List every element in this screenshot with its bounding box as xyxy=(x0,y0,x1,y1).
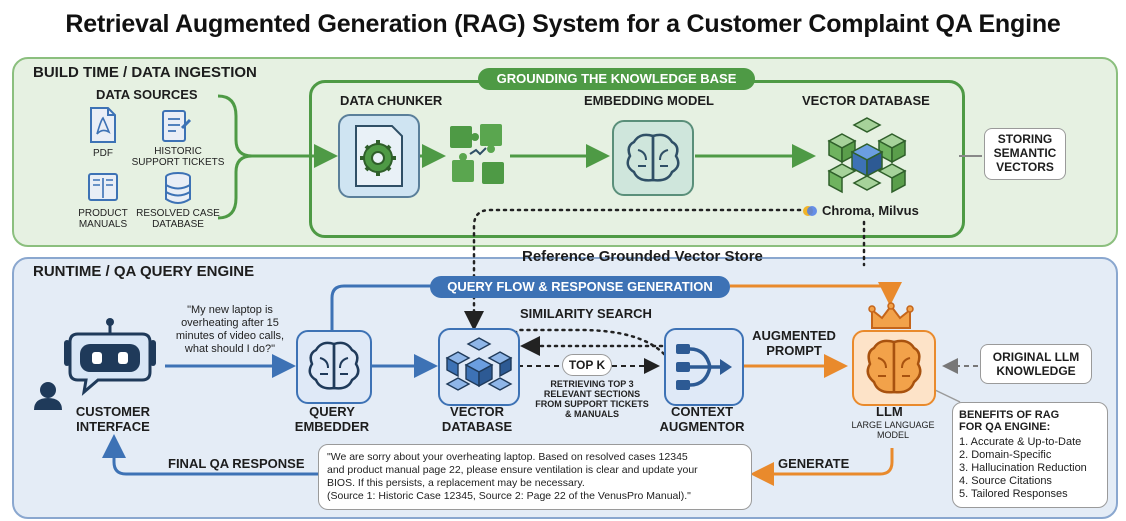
chunker-label: DATA CHUNKER xyxy=(340,93,443,108)
data-sources-label: DATA SOURCES xyxy=(96,87,198,102)
gear-document-icon xyxy=(355,125,403,187)
tickets-label: HISTORIC SUPPORT TICKETS xyxy=(131,146,225,168)
final-response-label: FINAL QA RESPONSE xyxy=(168,456,305,471)
benefits-list: 1. Accurate & Up-to-Date 2. Domain-Speci… xyxy=(959,436,1087,501)
original-llm-knowledge: ORIGINAL LLM KNOWLEDGE xyxy=(980,344,1092,384)
llm-brain-icon xyxy=(866,339,922,394)
benefit-item: 2. Domain-Specific xyxy=(959,449,1052,461)
arrow-final-response xyxy=(102,434,318,476)
reference-store-label: Reference Grounded Vector Store xyxy=(522,248,763,265)
runtime-vectordb-box xyxy=(438,328,520,406)
vectordb-label: VECTOR DATABASE xyxy=(802,93,930,108)
response-card: "We are sorry about your overheating lap… xyxy=(318,444,752,510)
retrieving-note: RETRIEVING TOP 3 RELEVANT SECTIONS FROM … xyxy=(535,379,649,419)
cases-label: RESOLVED CASE DATABASE xyxy=(136,208,220,230)
context-augmentor-box xyxy=(664,328,744,406)
database-icon xyxy=(165,172,191,204)
manual-icon xyxy=(88,173,118,201)
manuals-label: PRODUCT MANUALS xyxy=(78,208,128,230)
data-chunker-box xyxy=(338,114,420,198)
query-flow-pill: QUERY FLOW & RESPONSE GENERATION xyxy=(430,276,730,298)
sources-bracket-top xyxy=(217,94,338,168)
storing-semantic-vectors: STORING SEMANTIC VECTORS xyxy=(984,128,1066,180)
llm-box xyxy=(852,330,936,406)
user-query-text: "My new laptop is overheating after 15 m… xyxy=(175,304,285,355)
embedding-label: EMBEDDING MODEL xyxy=(584,93,714,108)
grounding-pill: GROUNDING THE KNOWLEDGE BASE xyxy=(478,68,755,90)
augmented-prompt-label: AUGMENTED PROMPT xyxy=(752,328,836,358)
build-section-label: BUILD TIME / DATA INGESTION xyxy=(33,64,257,81)
llm-label: LLM xyxy=(876,404,903,419)
diagram-title: Retrieval Augmented Generation (RAG) Sys… xyxy=(65,10,1061,38)
runtime-cubes-icon xyxy=(445,337,513,391)
customer-robot-icon xyxy=(34,318,156,410)
dotted-reference-store xyxy=(464,208,802,331)
embedding-model-box xyxy=(612,120,694,196)
merge-arrows-icon xyxy=(676,344,732,390)
runtime-vectordb-label: VECTOR DATABASE xyxy=(441,404,513,434)
similarity-search-label: SIMILARITY SEARCH xyxy=(520,306,652,321)
dotted-similarity xyxy=(513,328,666,356)
query-flow-right xyxy=(730,282,902,306)
context-augmentor-label: CONTEXT AUGMENTOR xyxy=(659,404,745,434)
puzzle-icon xyxy=(450,124,504,184)
runtime-section-label: RUNTIME / QA QUERY ENGINE xyxy=(33,263,255,280)
generate-label: GENERATE xyxy=(778,456,850,471)
pdf-icon xyxy=(90,107,116,143)
pdf-label: PDF xyxy=(93,148,113,159)
benefit-item: 1. Accurate & Up-to-Date xyxy=(959,436,1082,448)
query-embedder-label: QUERY EMBEDDER xyxy=(294,404,370,434)
query-brain-icon xyxy=(308,341,360,390)
response-text: "We are sorry about your overheating lap… xyxy=(327,451,698,502)
benefits-title: BENEFITS OF RAG FOR QA ENGINE: xyxy=(959,409,1060,433)
vectordb-tools: Chroma, Milvus xyxy=(822,203,919,218)
crown-icon xyxy=(868,302,914,329)
query-embedder-box xyxy=(296,330,372,404)
benefit-item: 3. Hallucination Reduction xyxy=(959,462,1087,474)
ticket-icon xyxy=(162,110,192,142)
sources-bracket-bottom xyxy=(217,154,253,220)
llm-sub-label: LARGE LANGUAGE MODEL xyxy=(851,420,935,440)
brain-icon xyxy=(626,133,680,182)
query-flow-left xyxy=(330,284,435,338)
benefit-item: 5. Tailored Responses xyxy=(959,488,1068,500)
customer-interface-label: CUSTOMER INTERFACE xyxy=(75,404,151,434)
benefits-card: BENEFITS OF RAG FOR QA ENGINE: 1. Accura… xyxy=(952,402,1108,508)
benefit-item: 4. Source Citations xyxy=(959,475,1052,487)
arrow-generate xyxy=(750,448,894,486)
chroma-logo-icon xyxy=(803,206,817,216)
benefits-pointer xyxy=(934,389,961,403)
vector-cubes-icon xyxy=(827,117,907,194)
top-k-badge: TOP K xyxy=(562,354,612,376)
